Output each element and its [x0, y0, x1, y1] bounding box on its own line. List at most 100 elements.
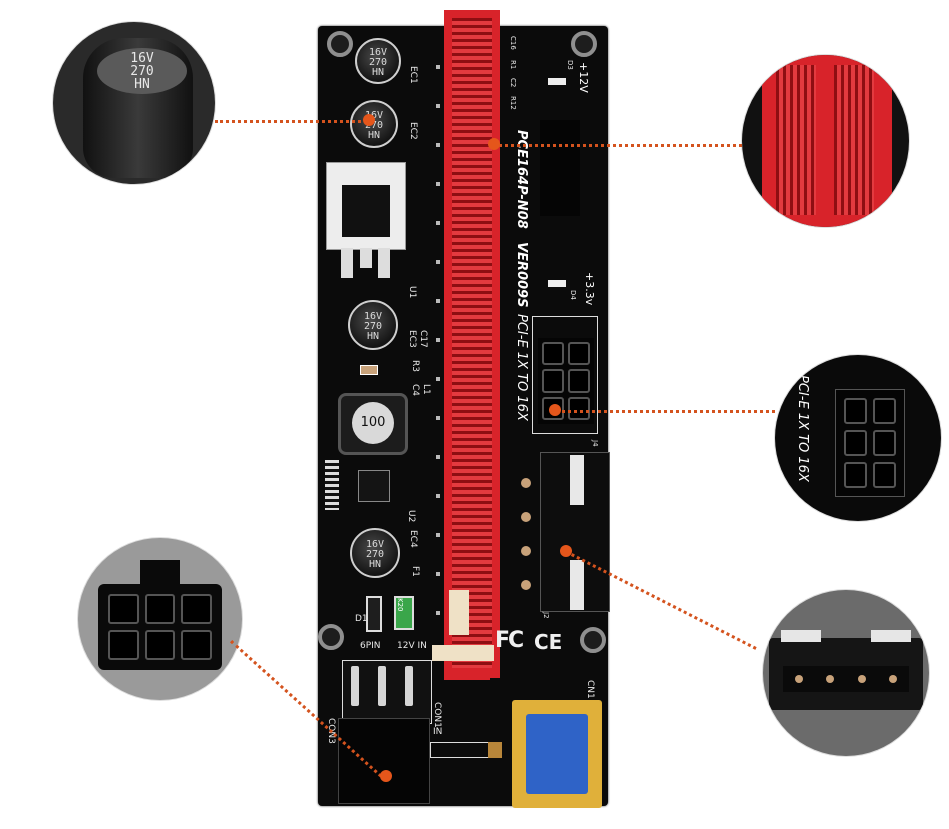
molex-contact: [570, 455, 584, 505]
fuse: K20: [394, 596, 414, 630]
slot-latch: [449, 590, 469, 635]
silk-6pin: 6PIN: [360, 641, 381, 651]
silk-r1: R1: [509, 60, 517, 70]
regulator-pin: [341, 248, 353, 278]
silk-j4: J4: [591, 440, 599, 447]
pin-socket: [568, 369, 590, 393]
mount-hole: [327, 31, 353, 57]
voltage-regulator: [326, 162, 406, 250]
zoom-pcie-slot: [742, 55, 909, 227]
callout-dot: [380, 770, 392, 782]
pin-socket: [568, 342, 590, 366]
leader-line: [215, 120, 367, 123]
pcie-slot-contacts: [452, 18, 492, 668]
leader-line: [494, 144, 742, 147]
silk-u1: U1: [407, 286, 417, 299]
smd-block: [540, 120, 580, 216]
cap-text: 270: [368, 57, 388, 68]
board-version: VER009S: [514, 242, 529, 308]
board-slogan: PCI-E 1X TO 16X: [514, 314, 529, 421]
pin: [351, 666, 359, 706]
smd-resistor: [360, 365, 378, 375]
zoom-pcie-6pin: PCI-E 1X TO 16X: [775, 355, 941, 521]
cap-text: 16V: [368, 47, 388, 58]
silk-cn1: CN1: [585, 680, 595, 699]
cap-text: HN: [366, 331, 380, 342]
silk-r12: R12: [509, 96, 517, 110]
silk-con1: CON1: [432, 702, 442, 728]
inductor-value: 100: [352, 402, 394, 444]
mount-hole: [580, 627, 606, 653]
silk-j2: J2: [542, 612, 550, 619]
callout-dot: [560, 545, 572, 557]
fuse-label: K20: [396, 598, 404, 612]
zoom-capacitor: 16V 270 HN: [53, 22, 215, 184]
silk-ec2: EC2: [408, 122, 418, 140]
silk-ec4: EC4: [408, 530, 418, 548]
silk-u2: U2: [406, 510, 416, 523]
silk-l1: L1: [421, 384, 431, 395]
solder-point: [521, 546, 531, 556]
slot-latch-tab: [432, 645, 494, 661]
silk-c17: C17: [418, 330, 428, 348]
board-model: PCE164P-N08: [514, 130, 529, 229]
solder-point: [521, 580, 531, 590]
silk-plus33v: +3.3v: [583, 272, 596, 306]
silk-d1: D1: [355, 614, 368, 624]
pin: [405, 666, 413, 706]
smd-row: [436, 30, 440, 630]
zoom-cap-text: 270: [130, 64, 154, 79]
cap-text: 16V: [363, 311, 383, 322]
led-d4: [548, 280, 566, 287]
silk-con3: CON3: [326, 718, 336, 744]
zoom-cap-text: 16V: [130, 51, 154, 66]
silk-d3: D3: [566, 60, 574, 70]
zoom-pcie-label: PCI-E 1X TO 16X: [795, 375, 810, 482]
leader-line: [555, 410, 775, 413]
pin-socket: [542, 369, 564, 393]
pcie-6pin-connector[interactable]: [538, 338, 594, 424]
pin-socket: [542, 342, 564, 366]
con1-footprint: [430, 742, 490, 758]
pin-socket: [568, 396, 590, 420]
silk-c16: C16: [509, 36, 517, 50]
smd-array: [325, 460, 339, 510]
slot-end: [444, 668, 490, 680]
silk-in: IN: [433, 727, 443, 737]
zoom-molex: [763, 590, 929, 756]
silk-ec1: EC1: [408, 66, 418, 84]
smd-pad: [488, 742, 502, 758]
silk-r3: R3: [410, 360, 420, 372]
callout-dot: [488, 138, 500, 150]
silk-c2: C2: [509, 78, 517, 88]
silk-c4: C4: [410, 384, 420, 397]
regulator-pin: [360, 248, 372, 268]
silk-plus12v: +12V: [577, 62, 590, 93]
pin: [378, 666, 386, 706]
led-d3: [548, 78, 566, 85]
callout-dot: [549, 404, 561, 416]
usb3-connector[interactable]: [512, 700, 602, 808]
zoom-6pin-connector: [78, 538, 242, 700]
power-connector-6pin[interactable]: [338, 718, 430, 804]
diode-d1: [366, 596, 382, 632]
chip-u2: [358, 470, 390, 502]
solder-point: [521, 478, 531, 488]
cap-text: HN: [371, 67, 385, 78]
cap-text: 270: [363, 321, 383, 332]
inductor: 100: [338, 393, 408, 455]
callout-dot: [363, 114, 375, 126]
molex-contact: [570, 560, 584, 610]
ce-mark: CE: [534, 630, 563, 654]
fc-mark: FC: [495, 628, 524, 653]
cap-text: 16V: [365, 539, 385, 550]
pcie-6pin-outline: [532, 316, 598, 434]
silk-12vin: 12V IN: [397, 641, 427, 651]
mount-hole: [318, 624, 344, 650]
cap-text: 270: [365, 549, 385, 560]
silk-f1: F1: [410, 566, 420, 577]
mount-hole: [571, 31, 597, 57]
